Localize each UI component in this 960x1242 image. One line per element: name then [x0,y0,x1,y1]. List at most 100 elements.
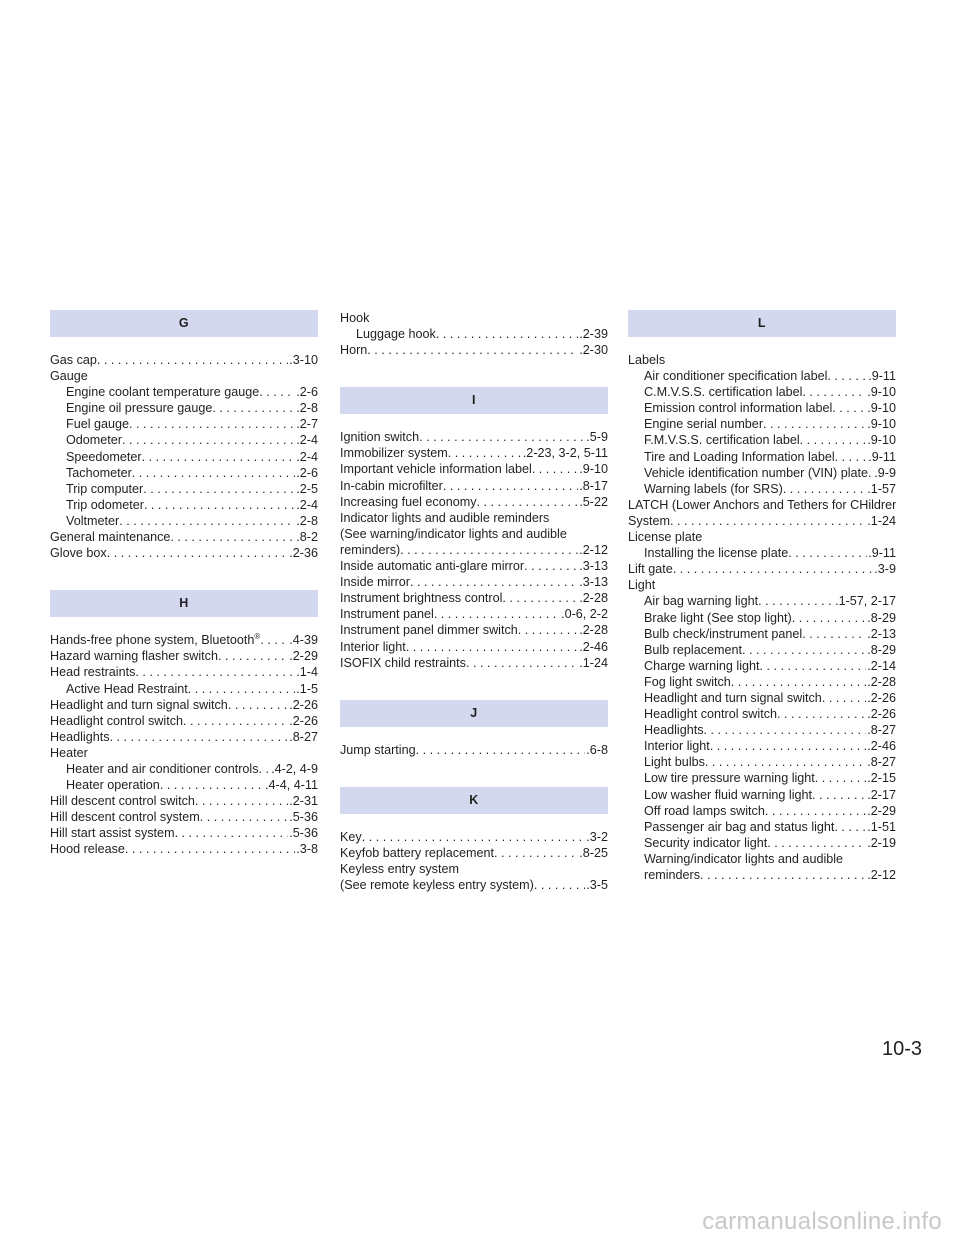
entry-page-ref: .9-10 [579,462,608,477]
entry-page-ref: .2-4 [296,433,318,448]
entry-text: License plate [628,530,703,545]
dot-leader [434,606,560,622]
entry-page-ref: .2-28 [579,591,608,606]
entry-text: Hill descent control switch [50,794,195,809]
entry-text: Horn [340,343,368,358]
entry-text: Immobilizer system [340,446,448,461]
entry-page-ref: .9-11 [868,546,896,561]
index-entry: Headlight and turn signal switch.2-26 [50,697,318,713]
entry-page-ref: .8-29 [867,642,896,657]
entry-text: Air bag warning light [644,594,759,609]
entry-page-ref: .5-9 [586,430,608,445]
entry-page-ref: .3-9 [874,562,896,577]
entry-page-ref: .1-24 [867,513,896,528]
entry-page-ref: .2-19 [867,835,896,850]
entry-page-ref: .9-10 [867,417,896,432]
entry-text: (See warning/indicator lights and audibl… [340,526,567,541]
dot-leader [97,352,288,368]
section-j-entries: Jump starting.6-8 [340,742,608,758]
index-entry: Gauge [50,368,318,384]
dot-leader [704,722,867,738]
dot-leader [792,610,867,626]
entry-text: Keyless entry system [340,861,459,876]
entry-text: Keyfob battery replacement [340,845,495,860]
entry-page-ref: .8-17 [579,478,608,493]
index-entry: In-cabin microfilter .8-17 [340,478,608,494]
entry-text: Heater operation [66,778,160,793]
dot-leader [110,729,289,745]
entry-page-ref: .2-26 [289,713,318,728]
entry-text: Inside mirror [340,575,410,590]
section-letter-g: G [50,310,318,337]
entry-text: Labels [628,353,666,367]
dot-leader [188,681,296,697]
entry-page-ref: .8-29 [867,610,896,625]
entry-text: Active Head Restraint [66,681,188,696]
dot-leader [448,445,522,461]
entry-text: (See remote keyless entry system) [340,878,534,893]
entry-page-ref: .2-28 [867,674,896,689]
index-entry: Indicator lights and audible reminders [340,510,608,526]
index-entry: Horn.2-30 [340,342,608,358]
entry-text: Head restraints [50,665,136,680]
dot-leader [758,593,834,609]
entry-text: reminders) [340,542,401,557]
entry-text: LATCH (Lower Anchors and Tethers for CHi… [628,497,896,512]
index-entry: Instrument brightness control.2-28 [340,590,608,606]
dot-leader [259,384,295,400]
entry-text: Interior light [340,639,406,654]
index-entry: Heater [50,745,318,761]
dot-leader [532,461,578,477]
entry-text: Speedometer [66,449,142,464]
index-entry: LATCH (Lower Anchors and Tethers for CHi… [628,497,896,513]
index-subentry: C.M.V.S.S. certification label.9-10 [628,384,896,400]
entry-text: Instrument panel [340,607,434,622]
index-subentry: reminders.2-12 [628,867,896,883]
entry-page-ref: .3-10 [289,353,318,367]
dot-leader [200,809,289,825]
entry-page-ref: .2-36 [289,546,318,561]
dot-leader [142,449,296,465]
entry-text: General maintenance [50,530,171,545]
entry-text: Security indicator light [644,835,768,850]
index-subentry: Interior light.2-46 [628,738,896,754]
index-subentry: Heater and air conditioner controls.4-2,… [50,761,318,777]
entry-text: Trip computer [66,481,144,496]
entry-page-ref: .8-27 [867,755,896,770]
entry-text: Low tire pressure warning light [644,771,815,786]
index-subentry: Fuel gauge.2-7 [50,416,318,432]
dot-leader [419,429,585,445]
entry-page-ref: .9-9 [874,465,896,480]
entry-page-ref: .1-57 [867,481,896,496]
section-j: J Jump starting.6-8 [340,699,608,758]
entry-text: In-cabin microfilter [340,478,443,493]
entry-page-ref: .8-25 [579,845,608,860]
index-entry: Jump starting.6-8 [340,742,608,758]
entry-text: Bulb check/instrument panel [644,626,803,641]
entry-page-ref: .1-51 [867,819,896,834]
index-entry: Glove box.2-36 [50,545,318,561]
entry-text: Fog light switch [644,674,731,689]
index-subentry: Tire and Loading Information label.9-11 [628,449,896,465]
dot-leader [802,626,866,642]
entry-text: Hands-free phone system, Bluetooth® [50,632,261,648]
entry-page-ref: .2-14 [867,658,896,673]
entry-text: Inside automatic anti-glare mirror [340,559,525,574]
entry-text: F.M.V.S.S. certification label [644,433,800,448]
index-subentry: Off road lamps switch.2-29 [628,803,896,819]
dot-leader [410,574,578,590]
dot-leader [788,545,867,561]
watermark: carmanualsonline.info [702,1208,942,1235]
entry-page-ref: .2-12 [867,868,896,882]
entry-text: ISOFIX child restraints [340,655,466,670]
entry-page-ref: .1-4 [296,665,318,680]
index-entry: Inside automatic anti-glare mirror.3-13 [340,558,608,574]
index-entry: Head restraints .1-4 [50,664,318,680]
index-subentry: Engine oil pressure gauge.2-8 [50,400,318,416]
